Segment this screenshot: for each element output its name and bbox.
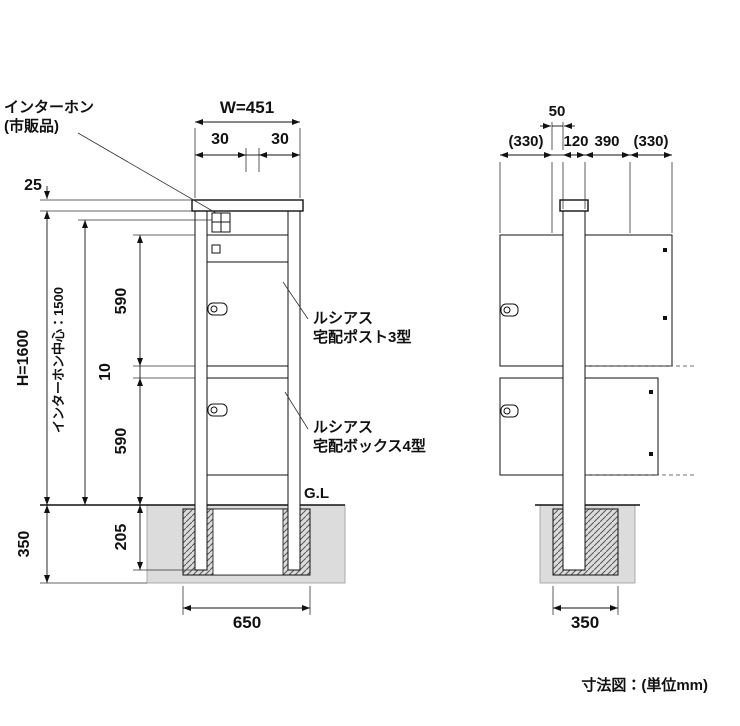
post3-label-line2: 宅配ポスト3型 [313, 328, 411, 346]
side-hinge-dot-4 [649, 452, 653, 456]
side-hinge-dot-3 [649, 390, 653, 394]
handle-lower [207, 403, 228, 417]
dim-lower-unit-height: 590 [113, 428, 130, 455]
parcel-post-3-front [206, 261, 289, 367]
dim-foundation-height: 350 [16, 531, 33, 558]
dim-left-margin: 30 [211, 131, 229, 148]
intercom-label-line1: インターホン [4, 99, 94, 116]
front-footing-core [212, 508, 284, 576]
dim-foundation-width-side: 350 [571, 613, 599, 632]
side-handle-upper [500, 303, 519, 317]
dim-front-projection: (330) [633, 133, 668, 150]
dim-front-depth: 390 [594, 133, 619, 150]
side-hinge-dot-1 [663, 248, 667, 252]
side-post [562, 210, 586, 571]
handle-upper-lock-icon [210, 305, 218, 313]
parcel-box-4-front [206, 377, 289, 476]
front-post-right [287, 210, 301, 571]
side-upper-box-rear [499, 234, 564, 367]
dim-post-offset: 50 [549, 103, 566, 120]
dim-overall-height: H=1600 [15, 330, 32, 387]
front-post-left [194, 210, 208, 571]
ground-level-label: G.L [304, 485, 329, 502]
side-lower-box-front [584, 377, 659, 476]
post3-label-line1: ルシアス [313, 310, 373, 327]
drawing-caption: 寸法図：(単位mm) [581, 676, 708, 694]
side-lower-box-rear [499, 377, 564, 476]
side-hinge-dot-2 [663, 316, 667, 320]
post3-leader-line [282, 281, 309, 320]
side-view: (330) 120 390 (330) 50 350 [499, 103, 695, 632]
side-handle-lower [500, 404, 519, 418]
box4-label-line2: 宅配ボックス4型 [313, 437, 426, 455]
front-view: インターホン (市販品) ルシアス 宅配ポスト3型 ルシアス 宅配ボックス4型 … [4, 98, 426, 632]
box4-label-line1: ルシアス [313, 419, 373, 436]
intercom-label-line2: (市販品) [4, 117, 59, 135]
box4-leader-line [284, 391, 309, 430]
handle-upper [207, 302, 228, 316]
intercom-leader-line [77, 132, 217, 214]
slot-detail [211, 244, 221, 254]
dim-overall-width: W=451 [220, 98, 274, 117]
dim-rear-depth: (330) [508, 133, 543, 150]
front-top-cap [191, 199, 304, 212]
dim-foundation-width-front: 650 [233, 613, 261, 632]
side-handle-upper-lock-icon [503, 306, 511, 314]
side-top-cap [559, 199, 589, 212]
dim-top-offset: 25 [24, 177, 42, 194]
dim-unit-gap: 10 [97, 363, 114, 381]
side-handle-lower-lock-icon [503, 407, 511, 415]
handle-lower-lock-icon [210, 406, 218, 414]
dim-upper-unit-height: 590 [113, 288, 130, 315]
dim-embed-depth: 205 [113, 524, 130, 551]
side-upper-box-front [584, 234, 673, 367]
dim-right-margin: 30 [271, 131, 289, 148]
dim-intercom-center: インターホン中心：1500 [51, 287, 66, 433]
dim-post-depth: 120 [563, 133, 588, 150]
